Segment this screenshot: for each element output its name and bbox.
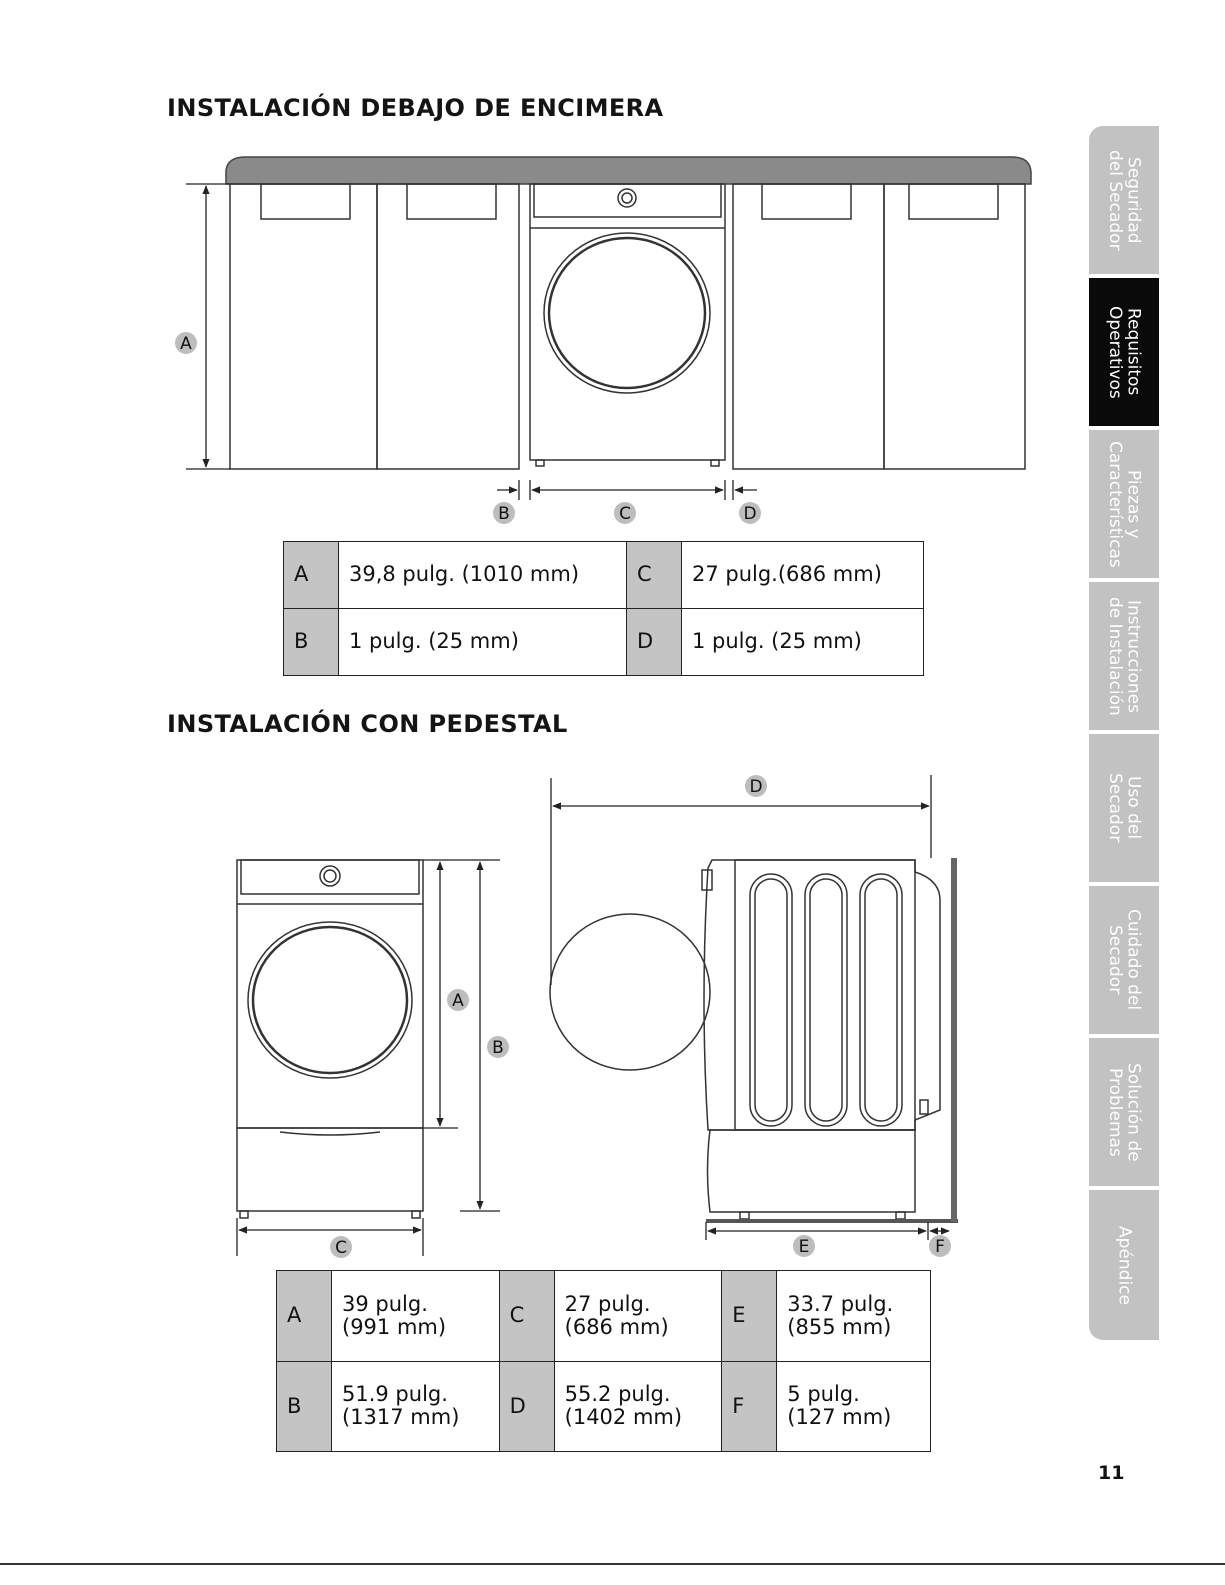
section-title-pedestal: INSTALACIÓN CON PEDESTAL <box>167 710 568 738</box>
dimensions-table-under-counter: A 39,8 pulg. (1010 mm) C 27 pulg.(686 mm… <box>283 541 925 676</box>
dim-value: 55.2 pulg. (1402 mm) <box>553 1360 723 1452</box>
tab-label: Solución de Problemas <box>1105 1062 1144 1162</box>
dim-value: 39,8 pulg. (1010 mm) <box>338 541 627 609</box>
floor-and-wall <box>706 858 958 1223</box>
table-row: A 39 pulg. (991 mm) C 27 pulg. (686 mm) … <box>276 1270 931 1362</box>
label-e-pedestal: E <box>793 1235 815 1257</box>
label-b-pedestal: B <box>487 1036 509 1058</box>
tab-apendice[interactable]: Apéndice <box>1089 1190 1159 1340</box>
tab-piezas-y-caracteristicas[interactable]: Piezas y Características <box>1089 430 1159 580</box>
dim-value: 33.7 pulg. (855 mm) <box>776 1270 931 1362</box>
tab-label: Cuidado del Secador <box>1105 909 1144 1011</box>
dim-key: C <box>498 1270 555 1362</box>
dim-value: 5 pulg. (127 mm) <box>776 1360 931 1452</box>
label-d-under-counter: D <box>739 502 761 524</box>
dimension-lines-under-counter <box>186 183 757 500</box>
label-f-pedestal: F <box>929 1235 951 1257</box>
label-c-under-counter: C <box>614 502 636 524</box>
dim-value: 51.9 pulg. (1317 mm) <box>331 1360 500 1452</box>
label-e-text: E <box>799 1237 810 1257</box>
tab-label: Requisitos Operativos <box>1105 305 1144 399</box>
tab-seguridad-del-secador[interactable]: Seguridad del Secador <box>1089 126 1159 276</box>
dimension-lines-pedestal <box>236 775 950 1256</box>
tab-uso-del-secador[interactable]: Uso del Secador <box>1089 734 1159 884</box>
label-d-pedestal: D <box>745 775 767 797</box>
dim-value: 27 pulg. (686 mm) <box>553 1270 723 1362</box>
dim-key: D <box>498 1360 555 1452</box>
dim-value: 27 pulg.(686 mm) <box>680 541 925 609</box>
dryer-front-under-counter <box>529 183 726 467</box>
bottom-rule <box>0 1563 1225 1565</box>
label-f-text: F <box>935 1237 945 1257</box>
page-number: 11 <box>1098 1462 1125 1484</box>
tab-label: Piezas y Características <box>1105 440 1144 568</box>
tab-requisitos-operativos[interactable]: Requisitos Operativos <box>1089 278 1159 428</box>
table-row: A 39,8 pulg. (1010 mm) C 27 pulg.(686 mm… <box>283 541 925 609</box>
dim-key: A <box>283 541 339 609</box>
dryer-front-pedestal <box>236 859 424 1219</box>
dim-key: A <box>276 1270 332 1362</box>
cabinets <box>229 183 1026 470</box>
label-b-under-counter: B <box>493 502 515 524</box>
label-d-text: D <box>743 504 756 524</box>
section-title-under-counter: INSTALACIÓN DEBAJO DE ENCIMERA <box>167 94 664 122</box>
table-row: B 51.9 pulg. (1317 mm) D 55.2 pulg. (140… <box>276 1360 931 1452</box>
dim-key: E <box>721 1270 778 1362</box>
label-c-text: C <box>335 1238 347 1258</box>
label-c-text: C <box>619 504 631 524</box>
tab-label: Seguridad del Secador <box>1105 149 1144 251</box>
label-b-text: B <box>498 504 510 524</box>
label-b-text: B <box>492 1038 504 1058</box>
dim-key: D <box>625 608 682 676</box>
tab-label: Uso del Secador <box>1105 773 1144 843</box>
label-c-pedestal: C <box>330 1236 352 1258</box>
dim-value: 1 pulg. (25 mm) <box>680 608 925 676</box>
table-row: B 1 pulg. (25 mm) D 1 pulg. (25 mm) <box>283 608 925 676</box>
dim-value: 39 pulg. (991 mm) <box>331 1270 500 1362</box>
tab-instrucciones-de-instalacion[interactable]: Instrucciones de Instalación <box>1089 582 1159 732</box>
dim-value: 1 pulg. (25 mm) <box>338 608 627 676</box>
dryer-side-pedestal <box>549 859 941 1220</box>
label-a-text: A <box>452 991 464 1011</box>
tab-label: Instrucciones de Instalación <box>1105 596 1144 716</box>
dim-key: B <box>276 1360 332 1452</box>
dim-key: F <box>721 1360 778 1452</box>
label-a-text: A <box>180 334 192 354</box>
dim-key: C <box>625 541 682 609</box>
dimensions-table-pedestal: A 39 pulg. (991 mm) C 27 pulg. (686 mm) … <box>276 1270 931 1452</box>
label-d-text: D <box>749 777 762 797</box>
chapter-tabs: Seguridad del Secador Requisitos Operati… <box>1089 126 1159 1340</box>
tab-label: Apéndice <box>1114 1225 1135 1305</box>
countertop <box>225 156 1032 185</box>
label-a-pedestal: A <box>447 989 469 1011</box>
tab-solucion-de-problemas[interactable]: Solución de Problemas <box>1089 1038 1159 1188</box>
label-a-under-counter: A <box>175 332 197 354</box>
tab-cuidado-del-secador[interactable]: Cuidado del Secador <box>1089 886 1159 1036</box>
dim-key: B <box>283 608 339 676</box>
